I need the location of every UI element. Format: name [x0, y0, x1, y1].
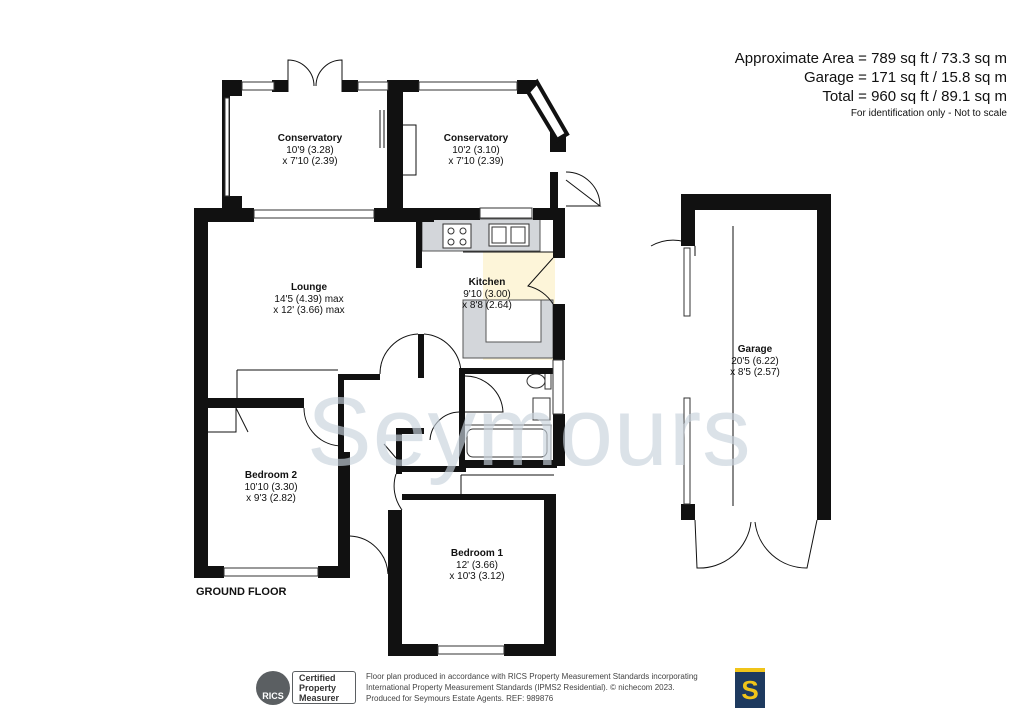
sink-icon — [488, 223, 530, 247]
bath-icon — [462, 424, 552, 462]
disclaimer: Floor plan produced in accordance with R… — [366, 672, 698, 703]
seymours-logo-icon: S — [735, 668, 765, 708]
room-label-conservatory-right: Conservatory 10'2 (3.10) x 7'10 (2.39) — [443, 133, 509, 167]
scale-note: For identification only - Not to scale — [850, 108, 1007, 119]
certified-property-measurer: Certified Property Measurer — [292, 671, 356, 704]
room-label-bedroom1: Bedroom 1 12' (3.66) x 10'3 (3.12) — [449, 548, 505, 582]
floor-label: GROUND FLOOR — [196, 586, 287, 598]
total-area: Total = 960 sq ft / 89.1 sq m — [822, 88, 1007, 105]
basin-icon — [532, 397, 551, 421]
watermark-text: Seymours — [307, 377, 752, 486]
room-label-kitchen: Kitchen 9'10 (3.00) x 8'8 (2.64) — [462, 277, 512, 311]
room-label-garage: Garage 20'5 (6.22) x 8'5 (2.57) — [730, 344, 780, 378]
room-label-conservatory-left: Conservatory 10'9 (3.28) x 7'10 (2.39) — [277, 133, 343, 167]
hob-icon — [442, 223, 472, 249]
rics-logo-icon: RICS — [256, 671, 290, 705]
room-label-bedroom2: Bedroom 2 10'10 (3.30) x 9'3 (2.82) — [244, 470, 298, 504]
rics-certified-badge: RICS Certified Property Measurer — [256, 671, 358, 706]
room-label-lounge: Lounge 14'5 (4.39) max x 12' (3.66) max — [273, 282, 345, 316]
area-summary: Approximate Area = 789 sq ft / 73.3 sq m… — [735, 49, 1007, 119]
garage-area: Garage = 171 sq ft / 15.8 sq m — [803, 69, 1007, 86]
approximate-area: Approximate Area = 789 sq ft / 73.3 sq m — [734, 50, 1007, 67]
